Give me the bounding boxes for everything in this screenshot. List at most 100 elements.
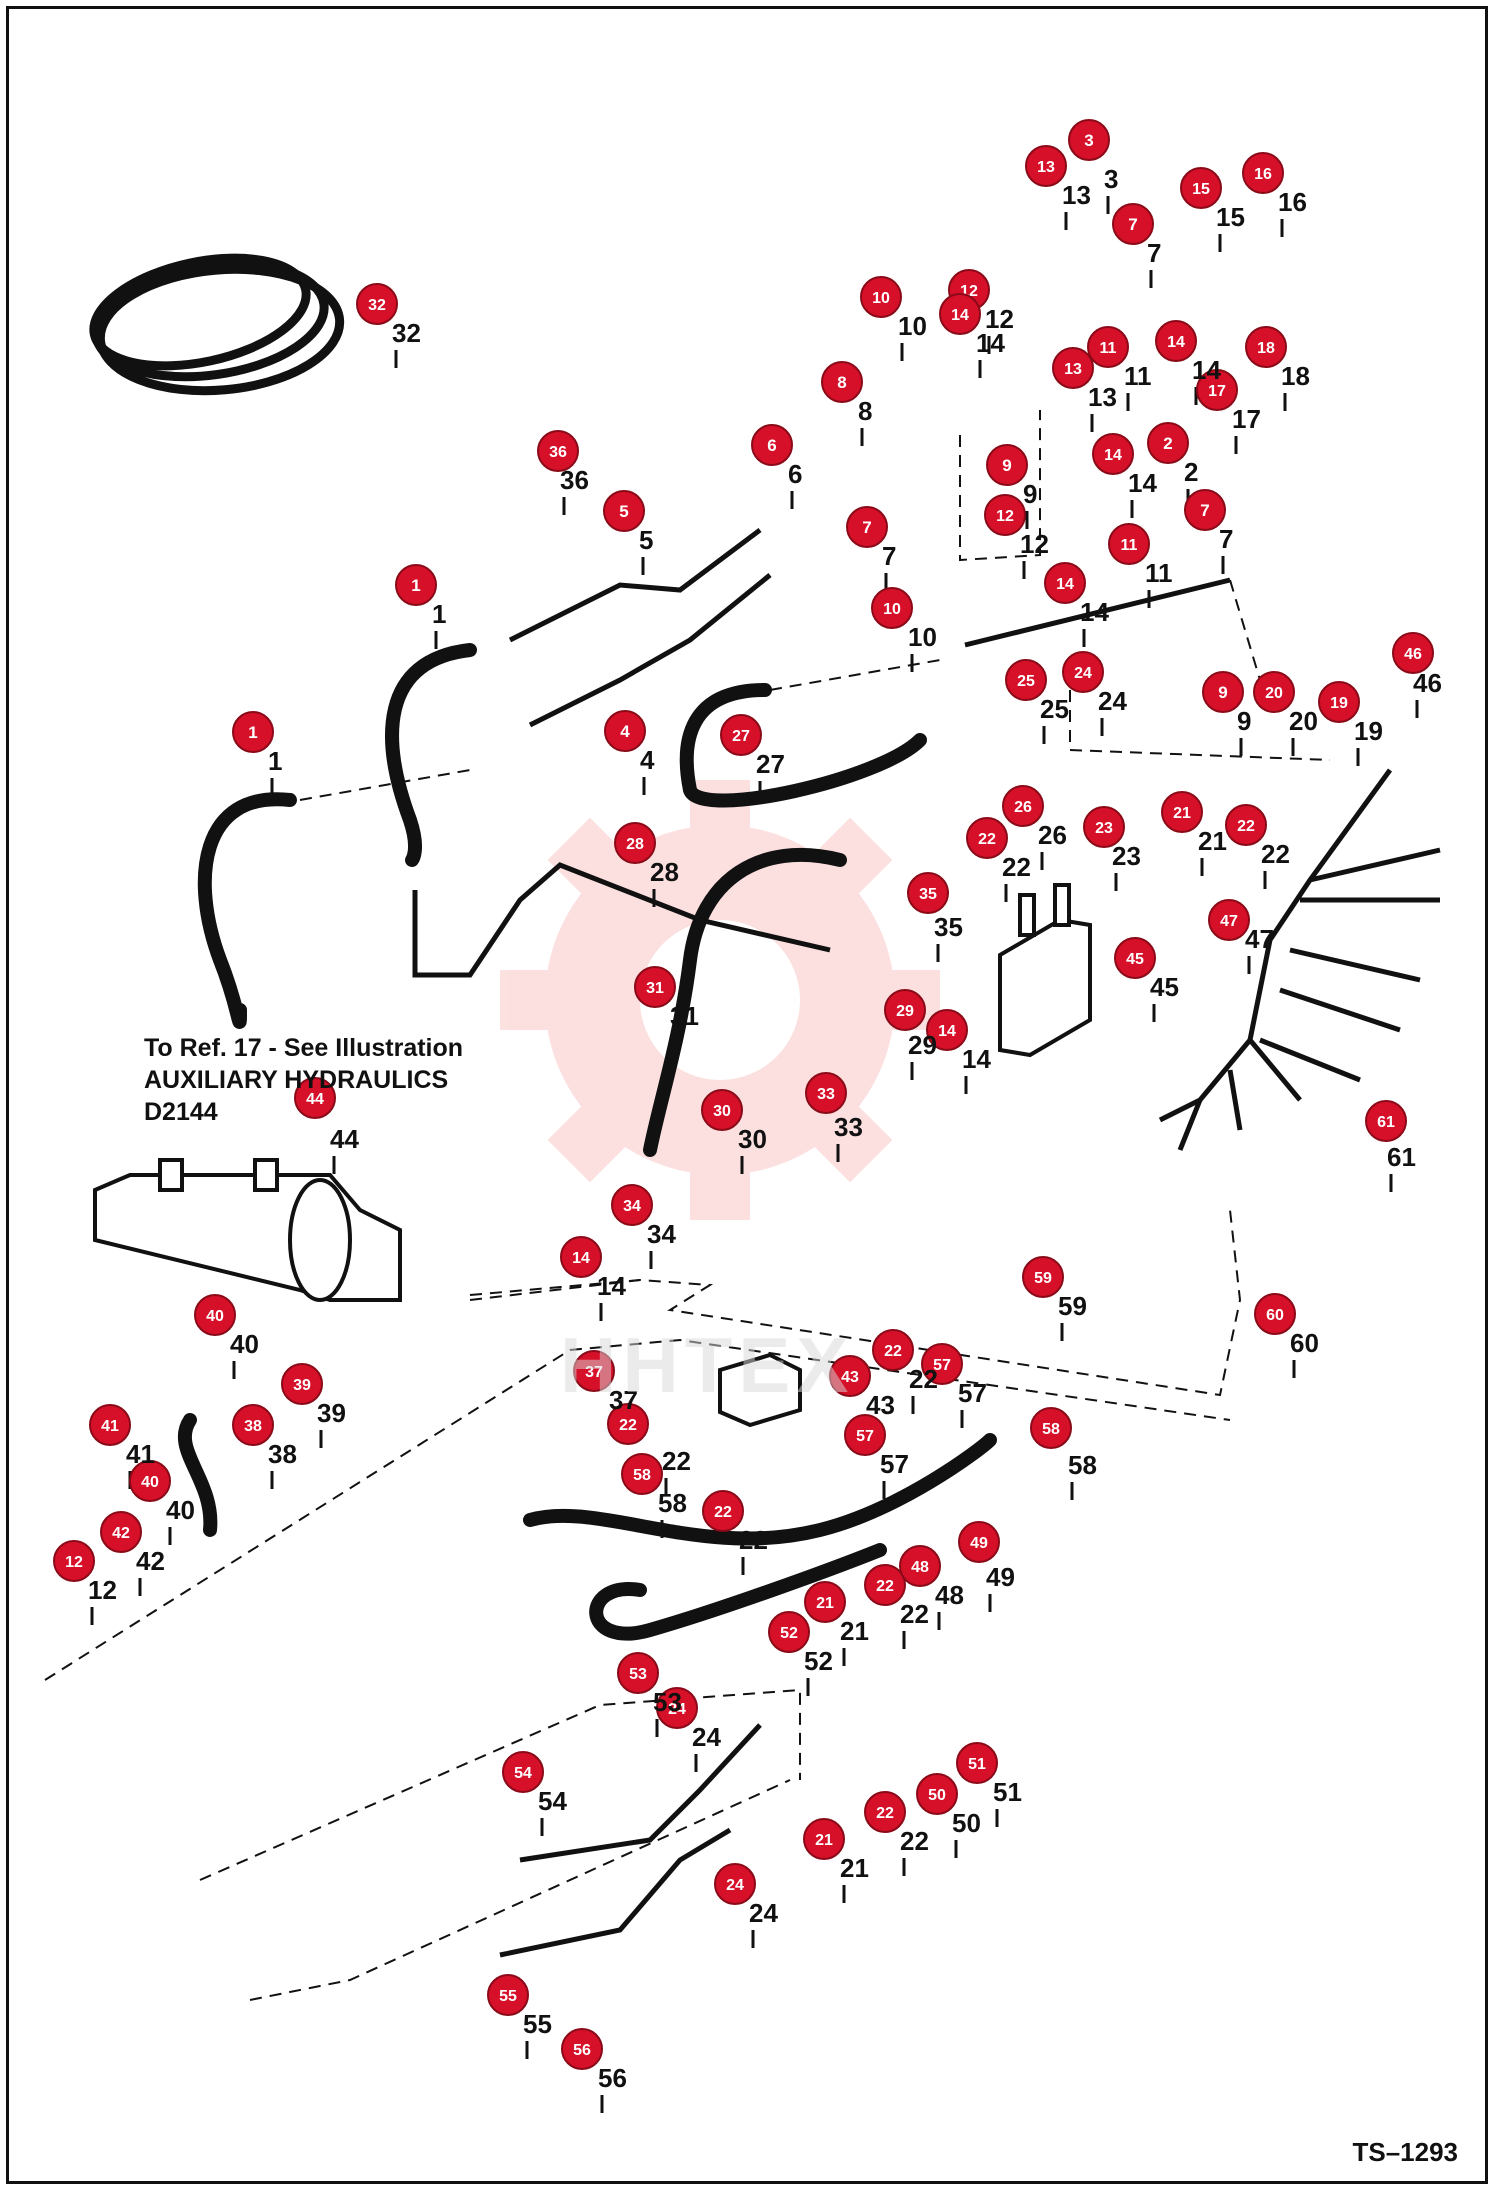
- part-ref-47: 47: [1245, 924, 1274, 954]
- part-ref-14: 14: [976, 328, 1005, 358]
- callout-24: 24: [714, 1863, 756, 1905]
- callout-number: 57: [856, 1428, 874, 1445]
- callout-22: 22: [607, 1403, 649, 1445]
- callout-number: 53: [629, 1666, 647, 1683]
- callout-balloon: [939, 293, 981, 335]
- callout-22: 22: [702, 1490, 744, 1532]
- part-ref-41: 41: [126, 1439, 155, 1469]
- callout-balloon: [720, 714, 762, 756]
- part-ref-20: 20: [1289, 706, 1318, 736]
- part-ref-21: 21: [840, 1853, 869, 1883]
- callout-number: 43: [841, 1369, 859, 1386]
- callout-balloon: [1062, 651, 1104, 693]
- part-ref-44: 44: [330, 1124, 359, 1154]
- callout-12: 12: [984, 494, 1026, 536]
- callout-number: 48: [911, 1559, 929, 1576]
- callout-balloon: [53, 1540, 95, 1582]
- callout-number: 11: [1121, 537, 1138, 554]
- part-ref-14: 14: [1080, 597, 1109, 627]
- part-ref-19: 19: [1354, 716, 1383, 746]
- callout-number: 17: [1208, 383, 1226, 400]
- callout-number: 35: [919, 886, 937, 903]
- callout-number: 55: [499, 1988, 517, 2005]
- callout-balloon: [1147, 422, 1189, 464]
- callout-49: 49: [958, 1521, 1000, 1563]
- callout-number: 32: [368, 297, 386, 314]
- callout-number: 46: [1404, 646, 1422, 663]
- callout-number: 58: [633, 1467, 651, 1484]
- callout-number: 50: [928, 1787, 946, 1804]
- callout-number: 22: [884, 1343, 902, 1360]
- callout-number: 7: [1128, 215, 1137, 234]
- callout-balloon: [1242, 152, 1284, 194]
- callout-number: 10: [872, 290, 890, 307]
- callout-number: 14: [1167, 334, 1185, 351]
- callout-balloon: [751, 424, 793, 466]
- part-ref-36: 36: [560, 465, 589, 495]
- callout-balloon: [656, 1687, 698, 1729]
- note-line-3: D2144: [144, 1098, 218, 1126]
- callout-balloon: [805, 1072, 847, 1114]
- callout-balloon: [1030, 1407, 1072, 1449]
- callout-number: 57: [933, 1357, 951, 1374]
- part-ref-25: 25: [1040, 694, 1069, 724]
- part-ref-16: 16: [1278, 187, 1307, 217]
- callout-7: 7: [1112, 203, 1154, 245]
- callout-balloon: [864, 1791, 906, 1833]
- callout-balloon: [966, 817, 1008, 859]
- callout-number: 60: [1266, 1307, 1284, 1324]
- callout-balloon: [502, 1751, 544, 1793]
- callout-38: 38: [232, 1404, 274, 1446]
- part-ref-40: 40: [166, 1495, 195, 1525]
- callout-number: 40: [141, 1474, 159, 1491]
- callout-number: 23: [1095, 820, 1113, 837]
- diverter-valve: [718, 1352, 802, 1428]
- callout-26: 26: [1002, 785, 1044, 827]
- callout-number: 10: [883, 601, 901, 618]
- callout-13: 13: [1052, 347, 1094, 389]
- callout-balloon: [821, 361, 863, 403]
- part-ref-10: 10: [908, 622, 937, 652]
- callout-13: 13: [1025, 145, 1067, 187]
- callout-balloon: [603, 490, 645, 532]
- part-ref-21: 21: [840, 1616, 869, 1646]
- aux-valve: [93, 1158, 402, 1302]
- part-ref-26: 26: [1038, 820, 1067, 850]
- callout-balloon: [1155, 320, 1197, 362]
- part-ref-32: 32: [392, 318, 421, 348]
- drawing-code: TS–1293: [1352, 2137, 1458, 2167]
- part-ref-1: 1: [268, 746, 282, 776]
- callout-28: 28: [614, 822, 656, 864]
- callout-23: 23: [1083, 806, 1125, 848]
- callout-balloon: [560, 1236, 602, 1278]
- callout-balloon: [1022, 1256, 1064, 1298]
- callout-balloon: [611, 1184, 653, 1226]
- callout-58: 58: [1030, 1407, 1072, 1449]
- callout-21: 21: [804, 1581, 846, 1623]
- reference-numbers: 1123456777899101011111212121313141414141…: [88, 164, 1442, 2093]
- part-ref-35: 35: [934, 912, 963, 942]
- part-ref-34: 34: [647, 1219, 676, 1249]
- part-ref-61: 61: [1387, 1142, 1416, 1172]
- callout-balloon: [846, 506, 888, 548]
- callout-balloon: [803, 1818, 845, 1860]
- part-ref-37: 37: [609, 1385, 638, 1415]
- watermark-gear: [500, 780, 940, 1220]
- callout-balloon: [1184, 489, 1226, 531]
- part-ref-7: 7: [882, 541, 896, 571]
- callout-number: 61: [1377, 1114, 1395, 1131]
- callout-balloon: [958, 1521, 1000, 1563]
- part-ref-49: 49: [986, 1562, 1015, 1592]
- part-ref-52: 52: [804, 1646, 833, 1676]
- part-ref-12: 12: [985, 304, 1014, 334]
- hoses: [177, 643, 997, 1641]
- callout-14: 14: [560, 1236, 602, 1278]
- part-ref-45: 45: [1150, 972, 1179, 1002]
- callout-22: 22: [872, 1329, 914, 1371]
- part-ref-9: 9: [1237, 706, 1251, 736]
- callout-11: 11: [1108, 523, 1150, 565]
- callout-balloon: [864, 1564, 906, 1606]
- callout-balloon: [804, 1581, 846, 1623]
- part-ref-3: 3: [1104, 164, 1118, 194]
- callout-47: 47: [1208, 899, 1250, 941]
